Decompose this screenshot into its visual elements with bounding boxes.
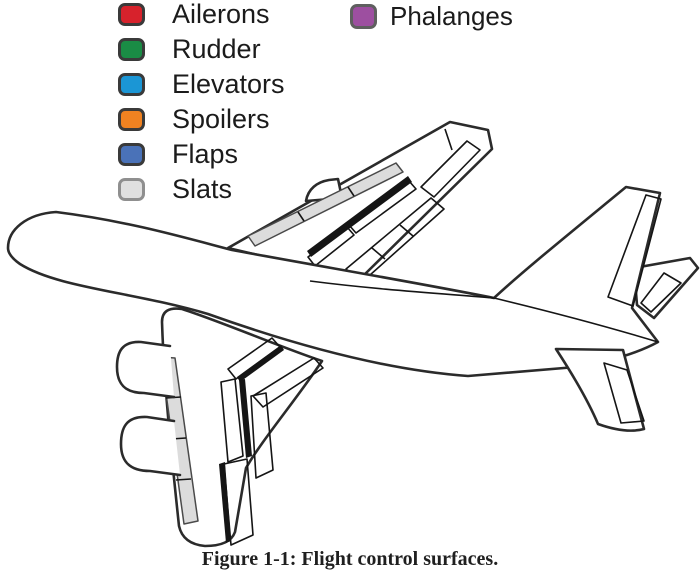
phalanges-label: Phalanges: [390, 1, 513, 31]
legend-row-rudder: Rudder: [118, 34, 285, 64]
legend-row-elevators: Elevators: [118, 69, 285, 99]
slats-swatch: [118, 178, 145, 201]
legend-row-slats: Slats: [118, 174, 285, 204]
spoiler-near-inner: [227, 337, 281, 380]
near-wing: [160, 307, 324, 548]
flap-near-inner: [252, 357, 324, 408]
legend-row-ailerons: Ailerons: [118, 0, 285, 29]
elevator-near: [603, 362, 645, 424]
slats-far: [247, 162, 404, 247]
spoiler-shadow-near-1: [237, 345, 284, 382]
spoilers-swatch: [118, 108, 145, 131]
ailerons-label: Ailerons: [172, 0, 270, 29]
figure-caption: Figure 1-1: Flight control surfaces.: [201, 548, 499, 570]
legend-extra: Phalanges: [350, 1, 513, 31]
ailerons-swatch: [118, 3, 145, 26]
spoiler-far-outer: [348, 180, 417, 234]
slats-far-dividers: [297, 186, 355, 222]
near-wing-group: [115, 307, 324, 548]
spoiler-far-inner: [307, 226, 355, 267]
slats-label: Slats: [172, 174, 233, 204]
legend: Ailerons Rudder Elevators Spoilers Flaps…: [118, 0, 285, 204]
far-wing-group: [226, 120, 494, 284]
engine-near-inboard: [115, 340, 176, 399]
elevator-far: [640, 272, 682, 313]
near-stabilizer: [554, 347, 646, 432]
flap-far-seams: [371, 224, 414, 260]
far-stabilizer-group: [632, 256, 700, 320]
flap-near-outer: [250, 392, 274, 479]
elevators-swatch: [118, 73, 145, 96]
flaps-label: Flaps: [172, 139, 239, 169]
rudder-label: Rudder: [172, 34, 261, 64]
spoiler-near-outer: [220, 378, 244, 463]
aileron-shadow-near: [219, 462, 231, 543]
spoilers-label: Spoilers: [172, 104, 270, 134]
far-stabilizer: [632, 256, 700, 320]
aileron-far: [420, 140, 481, 198]
rudder: [607, 194, 662, 307]
aileron-near: [223, 458, 254, 546]
fuselage-shoulder-line: [309, 280, 495, 299]
phalanges-swatch: [350, 4, 377, 29]
far-wingtip-notch: [444, 128, 453, 151]
elevators-label: Elevators: [172, 69, 285, 99]
legend-row-flaps: Flaps: [118, 139, 285, 169]
engine-near-outboard: [119, 415, 182, 477]
flaps-swatch: [118, 143, 145, 166]
rudder-swatch: [118, 38, 145, 61]
spoiler-shadow-near-2: [239, 379, 252, 458]
near-stabilizer-group: [554, 347, 646, 432]
fuselage: [6, 185, 662, 378]
legend-row-phalanges: Phalanges: [350, 1, 513, 31]
legend-row-spoilers: Spoilers: [118, 104, 285, 134]
fuselage-rear-spine-line: [493, 297, 659, 343]
